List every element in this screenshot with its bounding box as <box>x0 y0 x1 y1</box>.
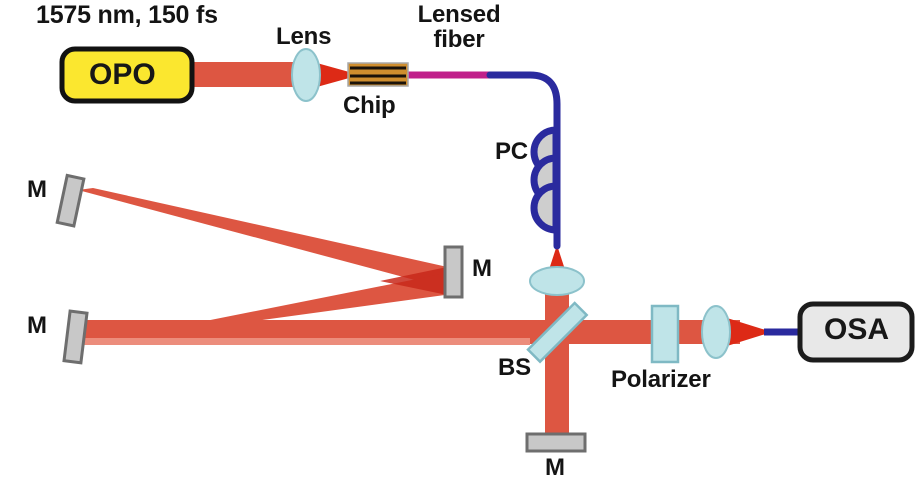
pc-label: PC <box>495 138 528 165</box>
lens-osa-coupling <box>701 305 731 359</box>
lensed-fiber-label-line2: fiber <box>433 26 485 53</box>
beam-vertical-bs <box>545 272 569 450</box>
polarizer-plate <box>650 304 680 364</box>
opo-box <box>59 46 195 104</box>
mirror-top-left <box>55 173 86 228</box>
beam-osa-cone <box>727 318 772 346</box>
lens-vertical-collimator <box>529 266 585 296</box>
beam-horizontal-pale <box>80 338 530 345</box>
opo-label: OPO <box>89 58 156 91</box>
mirror-bottom-label: M <box>545 454 565 481</box>
lens-input <box>291 48 321 102</box>
pc-loop-3 <box>530 182 560 234</box>
fiber-blue-path <box>486 71 561 250</box>
mirror-bottom-left-label: M <box>27 312 47 339</box>
mirror-bottom <box>525 432 587 453</box>
pump-spec-label: 1575 nm, 150 fs <box>36 1 218 29</box>
osa-label: OSA <box>824 313 890 346</box>
osa-box <box>797 301 915 363</box>
mirror-top-left-label: M <box>27 176 47 203</box>
mirror-center <box>443 245 464 299</box>
chip-label: Chip <box>343 92 396 119</box>
bs-label: BS <box>498 354 531 381</box>
beam-splitter <box>526 301 589 364</box>
lensed-fiber-label-line1: Lensed <box>417 1 501 28</box>
mirror-center-label: M <box>472 255 492 282</box>
polarizer-label: Polarizer <box>611 366 711 393</box>
beam-convergence-highlight <box>380 266 452 296</box>
lens-label: Lens <box>276 23 332 50</box>
mirror-bottom-left <box>62 309 89 365</box>
beam-upper-diagonal <box>78 188 452 290</box>
